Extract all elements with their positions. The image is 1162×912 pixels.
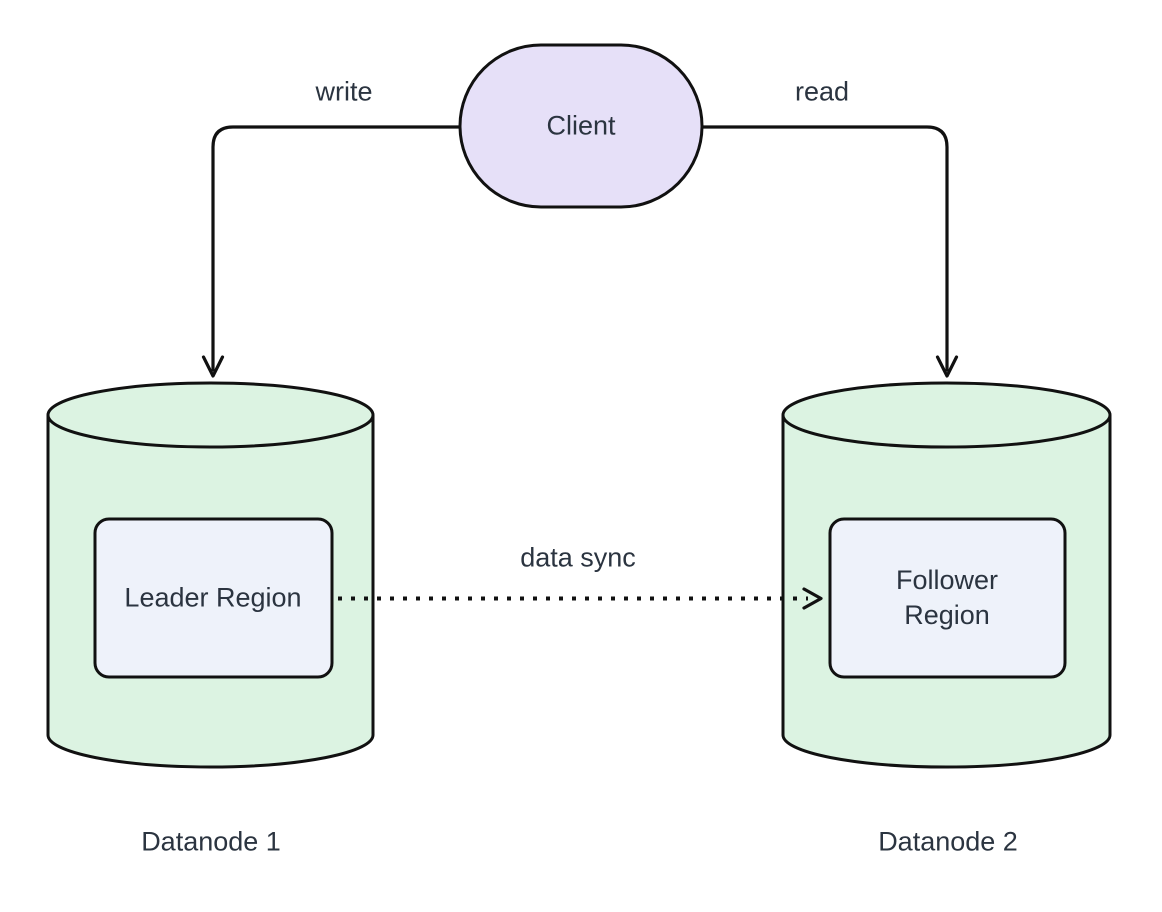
edge-write-arrowhead-icon — [201, 355, 225, 378]
edge-datasync-label: data sync — [520, 542, 636, 573]
client-node — [458, 43, 704, 209]
edge-read-arrowhead-icon — [935, 355, 959, 378]
edge-write-label: write — [315, 76, 373, 107]
edge-write-line — [211, 125, 462, 372]
leader-region-node — [93, 517, 334, 679]
client-label: Client — [546, 110, 616, 141]
datanode1-cylinder-top — [46, 381, 375, 449]
edge-read-line — [700, 125, 949, 372]
datanode2-label: Datanode 2 — [878, 826, 1018, 857]
edge-datasync-arrowhead-icon — [802, 587, 823, 610]
leader-region-label: Leader Region — [124, 582, 302, 613]
datanode2-cylinder-top — [781, 381, 1112, 449]
datanode1-label: Datanode 1 — [141, 826, 281, 857]
follower-region-label: Follower Region — [895, 564, 999, 630]
follower-region-node — [828, 517, 1067, 679]
edge-read-label: read — [794, 76, 850, 107]
